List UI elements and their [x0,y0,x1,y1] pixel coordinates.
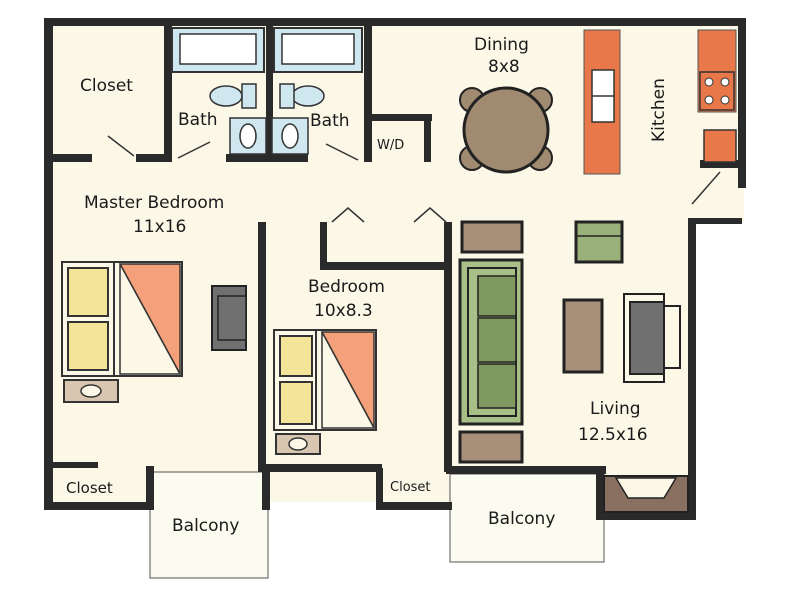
wall-bottom-bedroom [262,464,382,472]
wall-right-upper [738,18,746,188]
wall-bedroom-top-h [320,262,450,270]
door-closet-top [107,135,135,157]
dining-set [459,86,553,174]
label-bedroom-size: 10x8.3 [314,301,373,321]
wall-bottom-living [446,466,606,474]
tub-right-inner [281,33,355,65]
wall-bottom-living-rv [596,466,604,520]
wall-closet-top-bottom2 [136,154,172,162]
ottoman [574,220,624,264]
label-dining-name: Dining [474,35,529,55]
bedroom-bed-pillow-1 [279,335,313,377]
wall-bath-right [364,22,372,162]
dining-table [462,86,550,174]
wall-bottom-mid-1 [146,466,154,510]
wall-top [44,18,746,26]
living-furniture [458,220,689,513]
sink-right-basin [281,123,299,149]
label-closet-bedroom: Closet [390,480,431,495]
door-wd [691,171,721,205]
burner-2 [720,77,730,87]
wall-bottom-closet2 [376,502,452,510]
wall-bottom-closet2-side [376,468,383,508]
label-dining-size: 8x8 [488,57,520,77]
wall-right-lower [688,218,696,518]
coffee-table [562,298,604,374]
master-lamp [80,384,102,398]
door-bath-left [177,141,211,159]
armchair-back [663,305,681,369]
wall-bottom-mid-2 [262,466,270,510]
door-bedroom-1 [331,207,365,223]
wall-bath-bottom-r [270,154,308,162]
label-kitchen: Kitchen [649,78,669,142]
kitchen-fixtures [583,29,737,175]
door-bath-right [325,143,359,161]
room-labels: Closet Bath Bath W/D Dining 8x8 Kitchen … [66,35,669,536]
sofa-cushion-2 [477,317,517,363]
wall-bath-bottom-l [226,154,270,162]
label-closet-top: Closet [80,76,133,96]
wall-bottom-living-r [596,512,696,520]
label-balcony-right: Balcony [488,509,555,529]
label-living-name: Living [590,399,641,419]
wall-closet-top-bottom [48,154,92,162]
wall-right-notch [692,218,742,224]
sofa-cushion-3 [477,363,517,409]
armchair-seat [629,301,665,375]
wall-bedroom-top [320,222,327,270]
sink-left-basin [239,123,257,149]
toilet-right-bowl [291,85,325,107]
master-bed-pillow-2 [67,321,109,371]
master-bed-sheet [119,263,182,375]
wall-bottom-left [44,502,150,510]
bedroom-bed [273,329,377,455]
label-master-size: 11x16 [133,217,186,237]
toilet-right-tank [279,83,295,109]
wall-master-bedroom [258,222,266,472]
bedroom-bed-sheet [321,331,376,429]
fridge [703,129,737,163]
bedroom-lamp [288,437,308,451]
label-wd: W/D [377,138,404,153]
master-chair-seat [217,295,247,341]
label-bath-left: Bath [178,110,218,130]
sofa-cushion-1 [477,275,517,317]
wall-kitchen-right [700,160,744,168]
balcony-left-floor [149,471,269,579]
walls [44,18,746,520]
stove [699,71,735,111]
wall-wd-right [424,114,431,162]
wall-bedroom-living [444,222,452,472]
label-bath-right: Bath [310,111,350,131]
label-balcony-left: Balcony [172,516,239,536]
fireplace-hearth [614,477,678,499]
wall-bath-divider [266,22,273,162]
master-bed [61,261,247,403]
bath-fixtures [171,27,363,155]
label-master-name: Master Bedroom [84,193,224,213]
wall-wd-top [370,114,432,121]
living-end-table-bottom [458,430,524,464]
master-bed-pillow-1 [67,267,109,317]
door-swings [107,135,721,223]
tub-left-inner [179,33,257,65]
door-bedroom-2 [413,207,447,223]
toilet-left-tank [241,83,257,109]
bedroom-bed-pillow-2 [279,381,313,425]
living-side-notch [696,222,746,502]
burner-3 [704,95,714,105]
living-end-table-top [460,220,524,254]
label-living-size: 12.5x16 [578,425,648,445]
label-closet-master: Closet [66,479,113,497]
burner-1 [704,77,714,87]
toilet-left-bowl [209,85,243,107]
burner-4 [720,95,730,105]
label-bedroom-name: Bedroom [308,277,385,297]
wall-left [44,18,53,508]
wall-closet-top-right [164,22,172,162]
wall-master-closet [48,462,98,468]
